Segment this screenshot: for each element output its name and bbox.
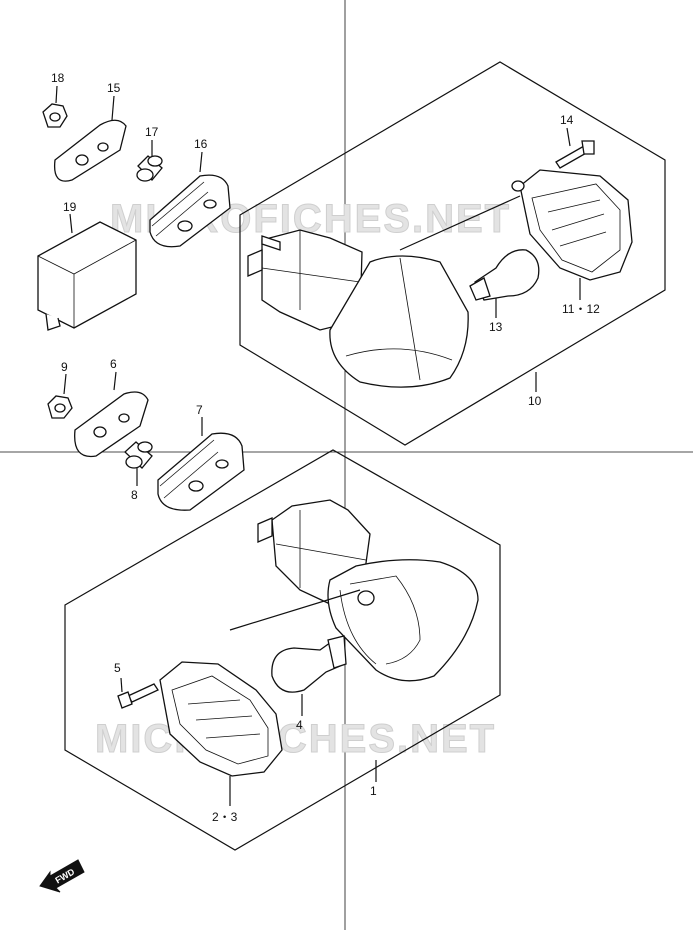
callout-14: 14 — [560, 113, 574, 127]
part-18-nut — [42, 103, 68, 128]
part-15-plate — [53, 119, 127, 182]
part-4-bulb — [271, 635, 347, 693]
assembly-10-box — [239, 61, 666, 446]
callout-10: 10 — [528, 394, 542, 408]
callout-18: 18 — [51, 71, 65, 85]
part-16-grommet — [149, 174, 231, 248]
part-1-housing — [257, 499, 479, 682]
part-14-screw — [555, 140, 595, 169]
callout-11-12: 11・12 — [562, 302, 600, 316]
assembly-1-box — [64, 449, 501, 851]
callout-7: 7 — [196, 403, 203, 417]
part-19-relay — [37, 221, 137, 331]
part-11-12-lens — [511, 169, 633, 281]
callout-13: 13 — [489, 320, 503, 334]
callout-1: 1 — [370, 784, 377, 798]
part-6-plate — [74, 391, 149, 458]
callout-16: 16 — [194, 137, 208, 151]
part-13-bulb — [469, 249, 540, 301]
part-8-collar — [124, 441, 153, 469]
callout-8: 8 — [131, 488, 138, 502]
callout-9: 9 — [61, 360, 68, 374]
callout-6: 6 — [110, 357, 117, 371]
part-7-grommet — [157, 432, 245, 511]
part-2-3-lens — [159, 661, 283, 777]
callout-19: 19 — [63, 200, 77, 214]
callout-4: 4 — [296, 718, 303, 732]
callout-15: 15 — [107, 81, 121, 95]
part-17-collar — [136, 155, 163, 182]
part-5-screw — [117, 683, 159, 709]
fwd-arrow-icon: FWD — [39, 859, 85, 893]
watermark-bottom: MICROFICHES.NET — [95, 717, 496, 761]
callout-17: 17 — [145, 125, 159, 139]
part-10-housing — [247, 229, 469, 388]
callout-5: 5 — [114, 661, 121, 675]
part-9-nut — [47, 395, 73, 419]
callout-2-3: 2・3 — [212, 810, 238, 824]
